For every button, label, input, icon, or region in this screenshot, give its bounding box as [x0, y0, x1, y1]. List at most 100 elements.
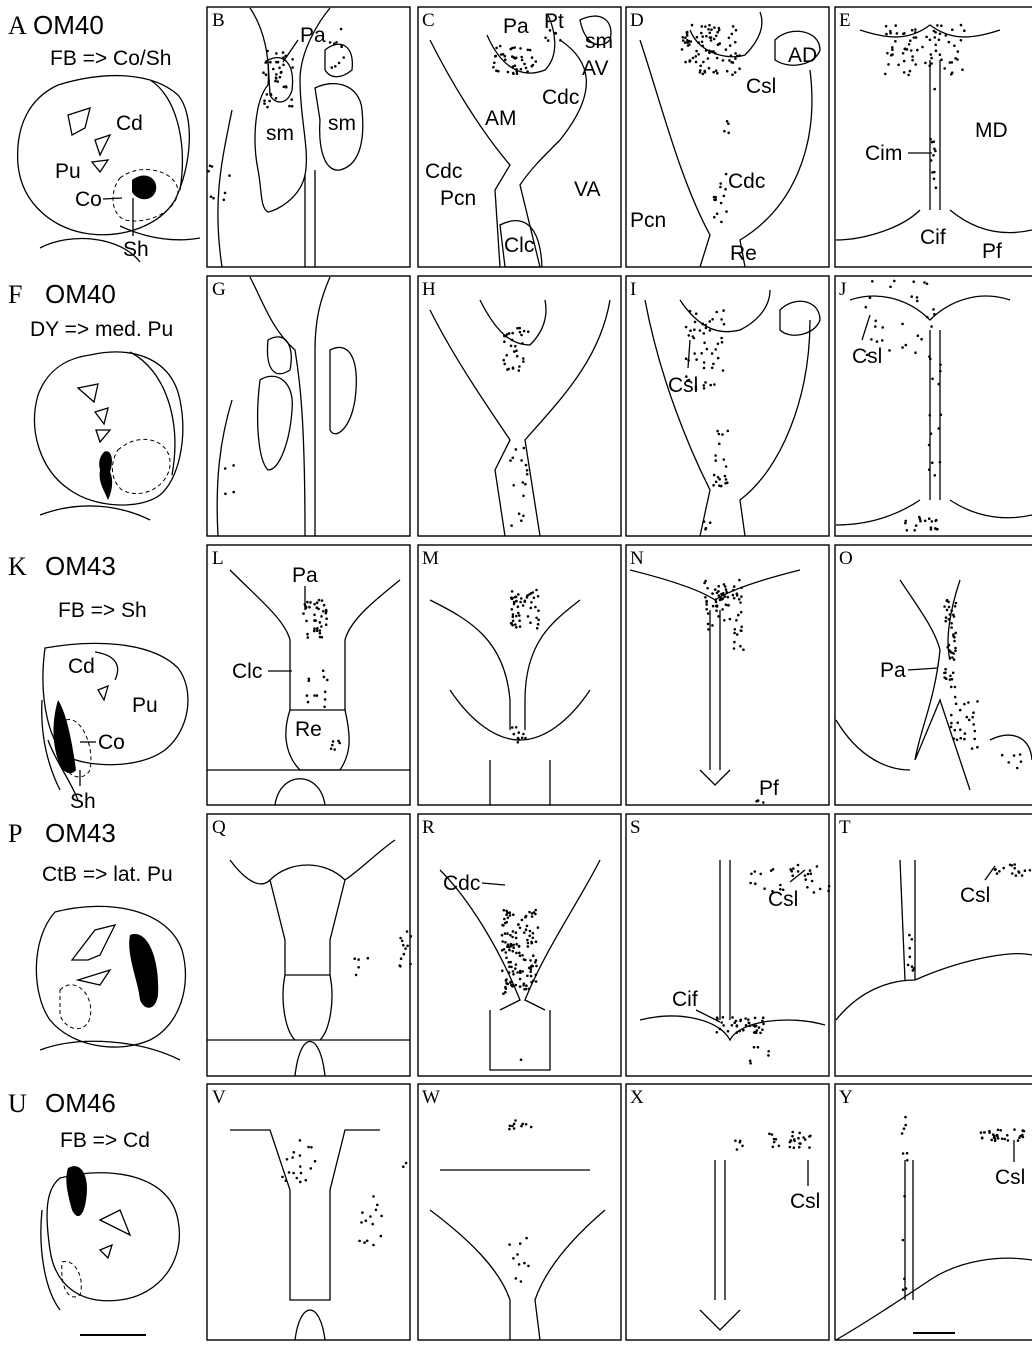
labeled-cell-dot	[876, 340, 879, 343]
labeled-cell-dot	[713, 216, 716, 219]
labeled-cell-dot	[531, 56, 534, 59]
labeled-cell-dot	[402, 1165, 405, 1168]
labeled-cell-dot	[537, 595, 540, 598]
labeled-cell-dot	[910, 49, 913, 52]
labeled-cell-dot	[703, 387, 706, 390]
labeled-cell-dot	[736, 633, 739, 636]
labeled-cell-dot	[734, 1139, 737, 1142]
labeled-cell-dot	[511, 332, 514, 335]
labeled-cell-dot	[905, 1287, 908, 1290]
labeled-cell-dot	[791, 1135, 794, 1138]
labeled-cell-dot	[324, 698, 327, 701]
labeled-cell-dot	[828, 885, 831, 888]
labeled-cell-dot	[797, 1137, 800, 1140]
labeled-cell-dot	[949, 675, 952, 678]
structure-label: Clc	[504, 234, 534, 257]
labeled-cell-dot	[286, 1158, 289, 1161]
labeled-cell-dot	[291, 58, 294, 61]
labeled-cell-dot	[333, 748, 336, 751]
labeled-cell-dot	[535, 965, 538, 968]
structure-label: Pa	[300, 24, 326, 47]
labeled-cell-dot	[725, 465, 728, 468]
labeled-cell-dot	[304, 603, 307, 606]
labeled-cell-dot	[917, 334, 920, 337]
labeled-cell-dot	[790, 870, 793, 873]
labeled-cell-dot	[896, 32, 899, 35]
labeled-cell-dot	[1007, 1139, 1010, 1142]
labeled-cell-dot	[715, 601, 718, 604]
labeled-cell-dot	[715, 609, 718, 612]
labeled-cell-dot	[728, 37, 731, 40]
labeled-cell-dot	[713, 199, 716, 202]
labeled-cell-dot	[713, 26, 716, 29]
labeled-cell-dot	[525, 1237, 528, 1240]
labeled-cell-dot	[903, 1278, 906, 1281]
labeled-cell-dot	[511, 985, 514, 988]
labeled-cell-dot	[763, 887, 766, 890]
labeled-cell-dot	[519, 1242, 522, 1245]
labeled-cell-dot	[316, 627, 319, 630]
labeled-cell-dot	[952, 672, 955, 675]
labeled-cell-dot	[871, 280, 874, 283]
structure-label: AM	[485, 107, 517, 130]
labeled-cell-dot	[695, 50, 698, 53]
row-A-header: A OM40 FB => Co/Sh	[8, 10, 171, 70]
labeled-cell-dot	[960, 24, 963, 27]
labeled-cell-dot	[911, 29, 914, 32]
labeled-cell-dot	[265, 73, 268, 76]
labeled-cell-dot	[791, 874, 794, 877]
labeled-cell-dot	[685, 326, 688, 329]
labeled-cell-dot	[522, 515, 525, 518]
labeled-cell-dot	[530, 607, 533, 610]
labeled-cell-dot	[933, 177, 936, 180]
labeled-cell-dot	[757, 1046, 760, 1049]
labeled-cell-dot	[961, 68, 964, 71]
labeled-cell-dot	[1016, 767, 1019, 770]
labeled-cell-dot	[963, 738, 966, 741]
case-id: OM43	[45, 818, 116, 848]
labeled-cell-dot	[342, 56, 345, 59]
labeled-cell-dot	[291, 1156, 294, 1159]
labeled-cell-dot	[537, 623, 540, 626]
labeled-cell-dot	[525, 67, 528, 70]
labeled-cell-dot	[526, 925, 529, 928]
labeled-cell-dot	[701, 45, 704, 48]
labeled-cell-dot	[950, 722, 953, 725]
labeled-cell-dot	[773, 1141, 776, 1144]
labeled-cell-dot	[513, 46, 516, 49]
labeled-cell-dot	[946, 599, 949, 602]
labeled-cell-dot	[954, 647, 957, 650]
labeled-cell-dot	[930, 53, 933, 56]
labeled-cell-dot	[275, 73, 278, 76]
labeled-cell-dot	[516, 72, 519, 75]
labeled-cell-dot	[911, 59, 914, 62]
labeled-cell-dot	[688, 40, 691, 43]
panel-letter: G	[212, 279, 226, 300]
labeled-cell-dot	[509, 945, 512, 948]
labeled-cell-dot	[716, 31, 719, 34]
labeled-cell-dot	[816, 865, 819, 868]
labeled-cell-dot	[380, 1235, 383, 1238]
structure-label: Cdc	[425, 160, 462, 183]
labeled-cell-dot	[515, 349, 518, 352]
labeled-cell-dot	[520, 459, 523, 462]
labeled-cell-dot	[522, 357, 525, 360]
labeled-cell-dot	[930, 159, 933, 162]
labeled-cell-dot	[926, 316, 929, 319]
labeled-cell-dot	[403, 953, 406, 956]
labeled-cell-dot	[1021, 874, 1024, 877]
labeled-cell-dot	[913, 529, 916, 532]
labeled-cell-dot	[689, 310, 692, 313]
labeled-cell-dot	[500, 53, 503, 56]
labeled-cell-dot	[300, 1172, 303, 1175]
labeled-cell-dot	[514, 64, 517, 67]
panel-R: Cdc	[440, 860, 600, 1070]
labeled-cell-dot	[983, 1131, 986, 1134]
labeled-cell-dot	[505, 957, 508, 960]
labeled-cell-dot	[736, 592, 739, 595]
labeled-cell-dot	[508, 1128, 511, 1131]
labeled-cell-dot	[330, 747, 333, 750]
labeled-cell-dot	[951, 678, 954, 681]
labeled-cell-dot	[1001, 1137, 1004, 1140]
